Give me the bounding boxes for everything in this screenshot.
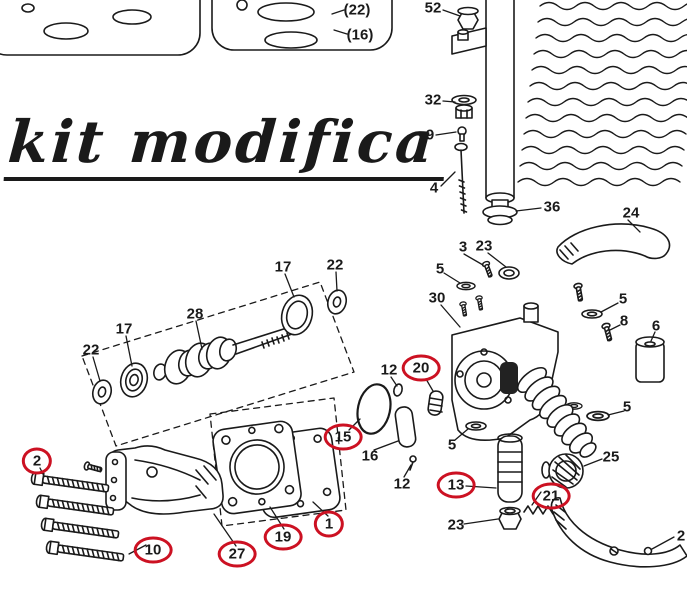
part-23-grommet-top [498,266,520,280]
part-5-washer-b [581,309,603,319]
part-9-nipple [457,126,467,142]
part-12-b [409,455,417,471]
part-20-plug [427,390,444,416]
part-17-ring-right [280,294,314,336]
part-52-nut [457,6,479,30]
part-30-body [451,294,559,441]
part-28-bellows-shaft [163,326,293,385]
page-title: kit modifica [3,108,449,181]
part-12-a [393,383,403,397]
reed-spring-stack [517,1,687,187]
part-24-cover [556,223,671,303]
part-22-washer-right [326,289,348,315]
part-19-gasket [212,420,302,515]
part-5-washer-d [465,421,487,431]
part-3-screw [481,259,495,279]
part-8-screw [600,321,615,343]
part-25-knob [541,453,584,489]
part-16-plate [394,406,417,448]
leader-lines [39,9,675,555]
top-gasket-left [0,0,201,56]
part-17-seal-left [119,362,149,398]
part-22-washer-left [91,379,113,405]
part-6-cylinder [635,336,665,383]
dashed-group-shaft [81,281,355,447]
body-ribbed-horn [516,366,597,458]
part-4-long-bolt [454,142,468,214]
part-36-cap [482,199,518,226]
part-15-oring [356,383,392,435]
part-32-washer-nut [451,94,477,119]
part-27-bracket [105,445,224,515]
bottom-right-cover [550,497,687,568]
top-gasket-right [211,0,393,51]
part-23-nut-bottom [498,506,522,530]
part-13-cylinder [497,433,523,503]
